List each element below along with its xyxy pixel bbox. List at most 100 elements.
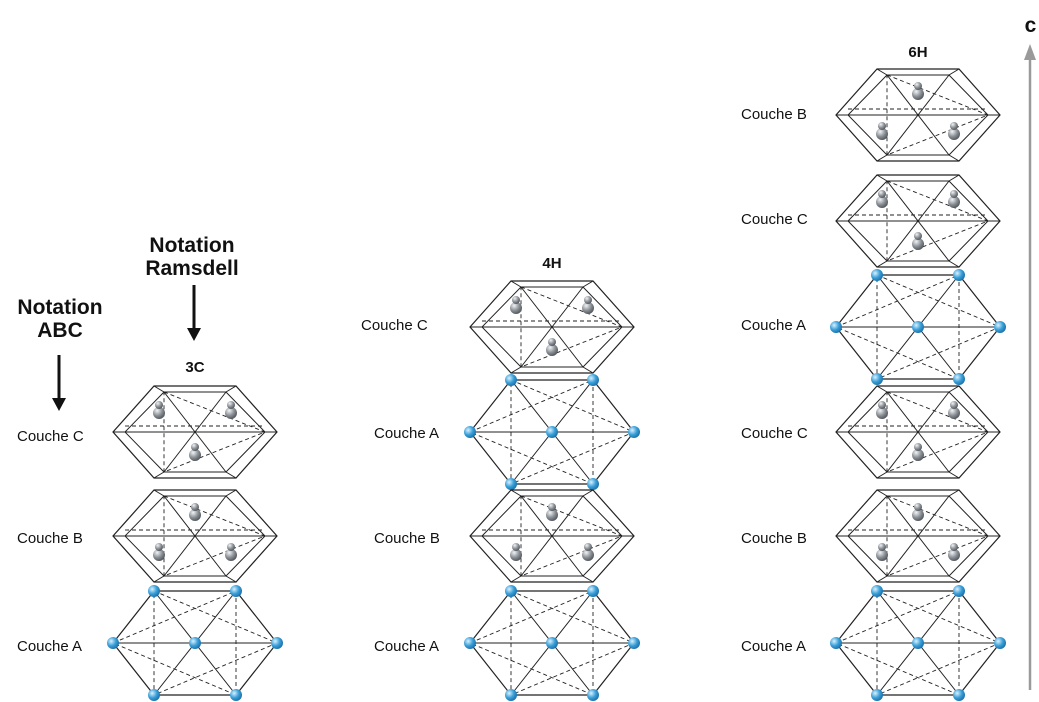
atom-blue bbox=[107, 637, 119, 649]
atom-grey bbox=[582, 302, 594, 314]
notation-abc-header: Notation ABC bbox=[5, 296, 115, 342]
layer-hexagon-c bbox=[112, 385, 278, 479]
atom-blue bbox=[546, 637, 558, 649]
polytype-title-6h: 6H bbox=[908, 44, 928, 61]
atom-grey-top bbox=[155, 543, 163, 551]
atom-grey bbox=[876, 128, 888, 140]
atom-grey-top bbox=[950, 190, 958, 198]
layer-label-6h-1: Couche C bbox=[741, 211, 808, 228]
layer-hexagon-c bbox=[835, 174, 1001, 268]
atom-grey-top bbox=[950, 122, 958, 130]
atom-blue bbox=[505, 689, 517, 701]
notation-abc-line1: Notation bbox=[17, 296, 103, 319]
atom-blue bbox=[505, 585, 517, 597]
atom-blue bbox=[587, 478, 599, 490]
atom-blue bbox=[953, 373, 965, 385]
atom-grey-top bbox=[878, 401, 886, 409]
atom-blue bbox=[912, 321, 924, 333]
layer-hexagon-a bbox=[464, 374, 640, 490]
layer-label-3c-1: Couche B bbox=[17, 530, 83, 547]
atom-blue bbox=[587, 689, 599, 701]
atom-grey bbox=[153, 549, 165, 561]
atom-blue bbox=[628, 637, 640, 649]
atom-blue bbox=[871, 373, 883, 385]
atom-grey-top bbox=[914, 503, 922, 511]
layer-hexagon-c bbox=[835, 385, 1001, 479]
atom-grey-top bbox=[548, 338, 556, 346]
abc-arrow-head bbox=[52, 398, 66, 411]
atom-grey bbox=[189, 509, 201, 521]
atom-blue bbox=[912, 637, 924, 649]
atom-blue bbox=[189, 637, 201, 649]
atom-blue bbox=[953, 585, 965, 597]
layer-label-3c-0: Couche C bbox=[17, 428, 84, 445]
polytype-title-3c: 3C bbox=[185, 359, 205, 376]
atom-blue bbox=[148, 689, 160, 701]
atom-blue bbox=[230, 585, 242, 597]
atom-blue bbox=[505, 478, 517, 490]
atom-grey bbox=[546, 344, 558, 356]
layer-label-6h-3: Couche C bbox=[741, 425, 808, 442]
atom-blue bbox=[830, 637, 842, 649]
layer-label-4h-3: Couche A bbox=[374, 638, 440, 655]
atom-blue bbox=[587, 585, 599, 597]
c-axis-label: c bbox=[1024, 14, 1037, 37]
atom-blue bbox=[464, 426, 476, 438]
layer-label-6h-2: Couche A bbox=[741, 317, 807, 334]
atom-grey bbox=[189, 449, 201, 461]
layer-hexagon-b bbox=[112, 489, 278, 583]
atom-blue bbox=[994, 637, 1006, 649]
notation-abc-line2: ABC bbox=[37, 319, 83, 343]
atom-blue bbox=[230, 689, 242, 701]
atom-grey-top bbox=[227, 543, 235, 551]
atom-blue bbox=[953, 689, 965, 701]
atom-blue bbox=[871, 689, 883, 701]
atom-grey-top bbox=[227, 401, 235, 409]
atom-grey-top bbox=[512, 543, 520, 551]
atom-grey bbox=[546, 509, 558, 521]
layer-hexagon-a bbox=[830, 585, 1006, 701]
atom-blue bbox=[464, 637, 476, 649]
atom-grey bbox=[948, 196, 960, 208]
atom-grey bbox=[912, 509, 924, 521]
atom-grey bbox=[912, 449, 924, 461]
atom-grey bbox=[876, 549, 888, 561]
atom-grey bbox=[912, 88, 924, 100]
layer-hexagon-a bbox=[464, 585, 640, 701]
layer-label-4h-0: Couche C bbox=[361, 317, 428, 334]
atom-grey bbox=[510, 549, 522, 561]
atom-blue bbox=[953, 269, 965, 281]
polytype-title-4h: 4H bbox=[542, 255, 562, 272]
atom-blue bbox=[830, 321, 842, 333]
atom-grey bbox=[225, 407, 237, 419]
atom-grey-top bbox=[878, 190, 886, 198]
layer-label-6h-0: Couche B bbox=[741, 106, 807, 123]
atom-grey-top bbox=[878, 122, 886, 130]
atom-blue bbox=[271, 637, 283, 649]
atom-grey bbox=[153, 407, 165, 419]
atom-grey-top bbox=[584, 543, 592, 551]
layer-hexagon-b bbox=[835, 489, 1001, 583]
atom-grey-top bbox=[914, 232, 922, 240]
notation-ramsdell-header: Notation Ramsdell bbox=[132, 234, 252, 280]
atom-grey-top bbox=[950, 401, 958, 409]
atom-grey bbox=[912, 238, 924, 250]
atom-grey-top bbox=[191, 443, 199, 451]
atom-blue bbox=[546, 426, 558, 438]
notation-ramsdell-line1: Notation bbox=[149, 234, 235, 257]
layer-label-4h-2: Couche B bbox=[374, 530, 440, 547]
layer-hexagon-b bbox=[835, 68, 1001, 162]
atom-blue bbox=[505, 374, 517, 386]
atom-grey bbox=[876, 196, 888, 208]
layer-hexagon-c bbox=[469, 280, 635, 374]
c-axis-arrow-head bbox=[1024, 44, 1036, 60]
atom-grey-top bbox=[512, 296, 520, 304]
atom-grey bbox=[948, 128, 960, 140]
layer-hexagon-b bbox=[469, 489, 635, 583]
atom-grey-top bbox=[878, 543, 886, 551]
atom-grey bbox=[225, 549, 237, 561]
layer-hexagon-a bbox=[830, 269, 1006, 385]
atom-grey bbox=[876, 407, 888, 419]
notation-ramsdell-line2: Ramsdell bbox=[145, 257, 239, 281]
